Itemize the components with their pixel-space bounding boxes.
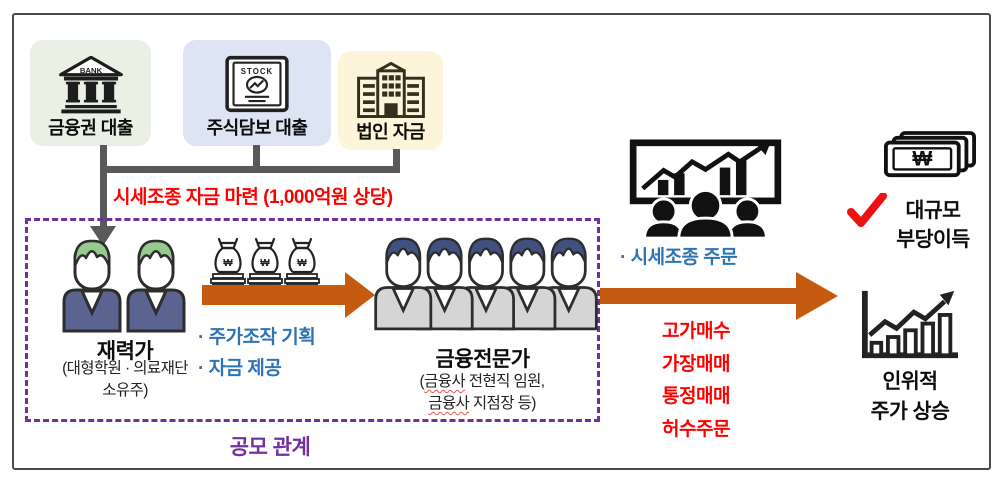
profit-line1: 대규모 (905, 199, 961, 222)
experts-subtitle-word1: 금융사 (424, 373, 466, 390)
banknotes-icon: ₩ (884, 131, 976, 178)
won-symbol: ₩ (912, 148, 932, 171)
trading-screen-audience-icon (629, 139, 782, 238)
connector-down-shaft (100, 166, 107, 228)
experts-subtitle-paren: ( (419, 373, 425, 390)
source-label-stock: 주식담보 대출 (206, 118, 308, 138)
wealthy-people-icon (62, 239, 186, 333)
action-line1: · 주가조작 기획 (198, 327, 316, 348)
bank-icon-text: BANK (79, 66, 102, 75)
profit-text: 대규모 부당이득 (883, 196, 983, 254)
funds-arrow-shaft (202, 285, 345, 305)
stock-certificate-icon: STOCK (225, 55, 289, 113)
connector-horizontal-line (100, 166, 400, 173)
money-bags-icon: ₩ ₩ ₩ (210, 237, 320, 290)
funds-arrow-head-icon (345, 272, 375, 318)
wealthy-subtitle-line2: 소유주) (102, 382, 148, 399)
source-box-corp: 법인 자금 (338, 51, 443, 150)
experts-subtitle-line1: (금융사 전현직 임원, (419, 373, 546, 390)
price-line1: 인위적 (882, 370, 938, 393)
experts-title: 금융전문가 (435, 348, 530, 371)
tactic-item: 가장매매 (662, 353, 730, 375)
wealthy-subtitle: (대형학원 · 의료재단 소유주) (25, 358, 225, 402)
won-symbol: ₩ (223, 258, 233, 269)
rising-bar-chart-icon (861, 290, 959, 359)
wealthy-subtitle-line1: (대형학원 · 의료재단 (62, 360, 188, 377)
wealthy-actions: · 주가조작 기획 · 자금 제공 (198, 322, 316, 384)
connector-stub-corp (393, 149, 400, 173)
orders-arrow-head-icon (796, 272, 838, 320)
experts-subtitle-rest1: 전현직 임원, (465, 373, 545, 390)
experts-subtitle-rest2: 지점장 등) (469, 395, 537, 412)
funding-note: 시세조종 자금 마련 (1,000억원 상당) (113, 187, 393, 208)
profit-line2: 부당이득 (896, 228, 970, 251)
connector-stub-stock (253, 145, 260, 173)
price-line2: 주가 상승 (870, 400, 950, 423)
corporate-building-icon (356, 62, 425, 118)
conspiracy-box-label: 공모 관계 (229, 436, 311, 459)
conspiracy-dashed-box (25, 218, 600, 422)
tactic-item: 통정매매 (662, 386, 730, 407)
experts-subtitle: (금융사 전현직 임원, 금융사 지점장 등) (368, 371, 596, 415)
source-label-bank: 금융권 대출 (48, 118, 133, 138)
won-symbol: ₩ (297, 258, 307, 269)
tactics-list: 고가매수 가장매매 통정매매 허수주문 (662, 316, 730, 446)
orders-label: · 시세조종 주문 (620, 247, 738, 268)
stock-icon-text: STOCK (241, 67, 274, 76)
wealthy-title: 재력가 (96, 340, 154, 363)
action-line2: · 자금 제공 (198, 358, 282, 379)
tactic-item: 허수주문 (662, 418, 730, 440)
orders-arrow-shaft (600, 288, 798, 304)
tactic-item: 고가매수 (662, 321, 730, 342)
experts-subtitle-word2: 금융사 (428, 395, 470, 412)
won-symbol: ₩ (260, 258, 270, 269)
outer-frame (12, 13, 991, 470)
source-label-corp: 법인 자금 (356, 122, 425, 142)
price-text: 인위적 주가 상승 (850, 367, 970, 427)
red-checkmark-icon (847, 193, 887, 227)
experts-people-icon (374, 237, 598, 331)
source-box-stock: STOCK 주식담보 대출 (183, 40, 331, 146)
experts-subtitle-line2: 금융사 지점장 등) (428, 395, 536, 412)
source-box-bank: BANK 금융권 대출 (30, 40, 151, 146)
connector-stub-bank (100, 145, 107, 173)
bank-icon: BANK (58, 56, 123, 114)
